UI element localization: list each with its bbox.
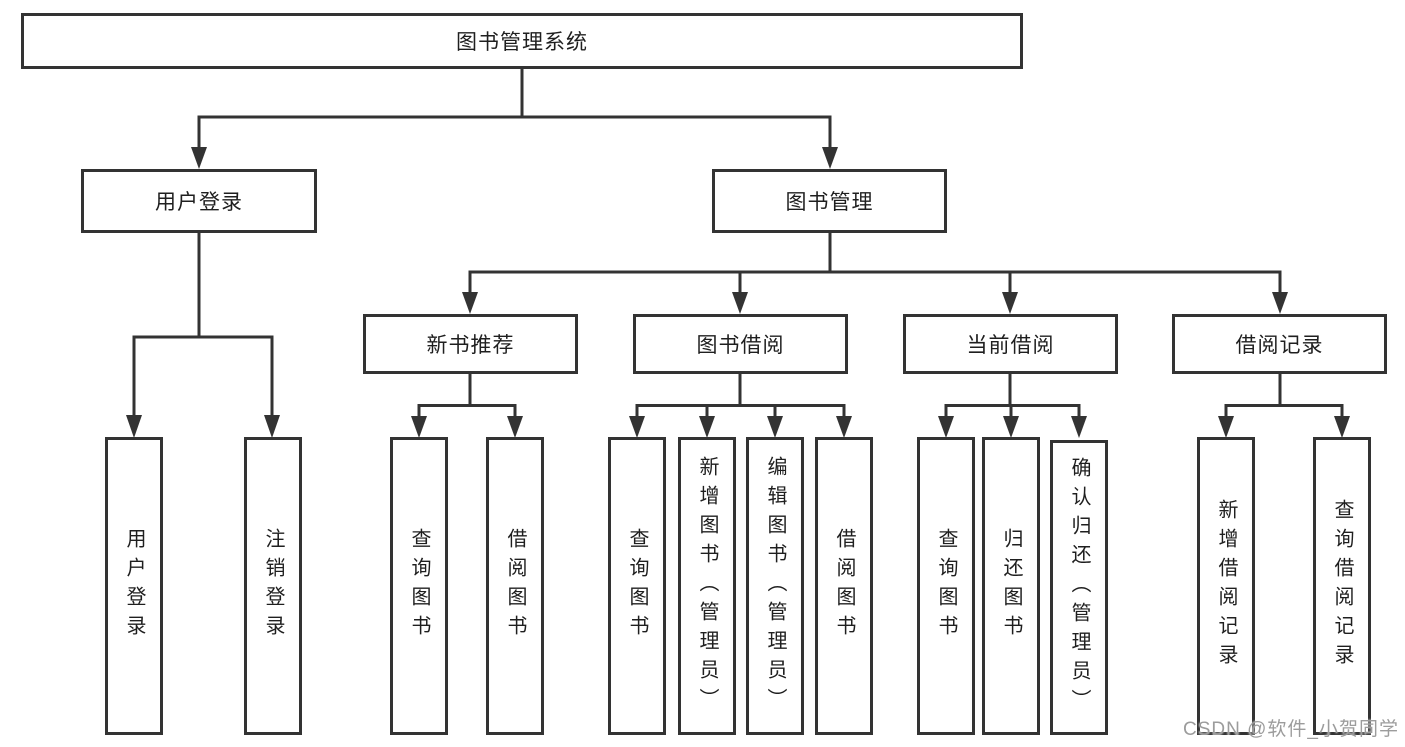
- leaf-query-borrow-record: 查询借阅记录: [1313, 437, 1371, 735]
- arrowhead: [191, 147, 207, 169]
- arrowhead: [1272, 292, 1288, 314]
- connector-book-management: [468, 233, 1282, 296]
- leaf-logout: 注销登录: [244, 437, 302, 735]
- node-root: 图书管理系统: [21, 13, 1023, 69]
- leaf-recommend-borrow-books: 借阅图书: [486, 437, 544, 735]
- leaf-borrow-query-books: 查询图书: [608, 437, 666, 735]
- node-borrow-records: 借阅记录: [1172, 314, 1387, 374]
- leaf-edit-book-admin: 编辑图书（管理员）: [746, 437, 804, 735]
- node-current-borrow: 当前借阅: [903, 314, 1118, 374]
- leaf-confirm-return-admin: 确认归还（管理员）: [1050, 440, 1108, 735]
- arrowhead: [767, 416, 783, 438]
- leaf-current-query-books: 查询图书: [917, 437, 975, 735]
- connector-current-borrow: [944, 374, 1081, 420]
- arrowhead: [938, 416, 954, 438]
- arrowhead: [126, 415, 142, 438]
- leaf-add-borrow-record: 新增借阅记录: [1197, 437, 1255, 735]
- connector-book-borrow: [635, 374, 846, 420]
- connector-root: [197, 69, 832, 150]
- arrowhead: [1334, 416, 1350, 438]
- leaf-return-book: 归还图书: [982, 437, 1040, 735]
- leaf-borrow-books: 借阅图书: [815, 437, 873, 735]
- arrowhead: [264, 415, 280, 438]
- arrowhead: [629, 416, 645, 438]
- arrowhead: [462, 292, 478, 314]
- connector-borrow-records: [1224, 374, 1344, 420]
- node-book-borrow: 图书借阅: [633, 314, 848, 374]
- arrowhead: [836, 416, 852, 438]
- arrowhead: [507, 416, 523, 438]
- node-new-book-recommend: 新书推荐: [363, 314, 578, 374]
- arrowhead: [1071, 416, 1087, 438]
- leaf-recommend-query-books: 查询图书: [390, 437, 448, 735]
- arrowhead: [732, 292, 748, 314]
- arrowhead: [822, 147, 838, 169]
- leaf-add-book-admin: 新增图书（管理员）: [678, 437, 736, 735]
- node-book-management: 图书管理: [712, 169, 947, 233]
- arrowhead: [699, 416, 715, 438]
- arrowhead: [1003, 416, 1019, 438]
- connector-user-login: [132, 233, 274, 418]
- csdn-watermark: CSDN @软件_小贺同学: [1183, 719, 1399, 740]
- arrowhead: [411, 416, 427, 438]
- leaf-user-login: 用户登录: [105, 437, 163, 735]
- connector-new-book-recommend: [417, 374, 517, 420]
- arrowhead: [1002, 292, 1018, 314]
- arrowhead: [1218, 416, 1234, 438]
- node-user-login: 用户登录: [81, 169, 317, 233]
